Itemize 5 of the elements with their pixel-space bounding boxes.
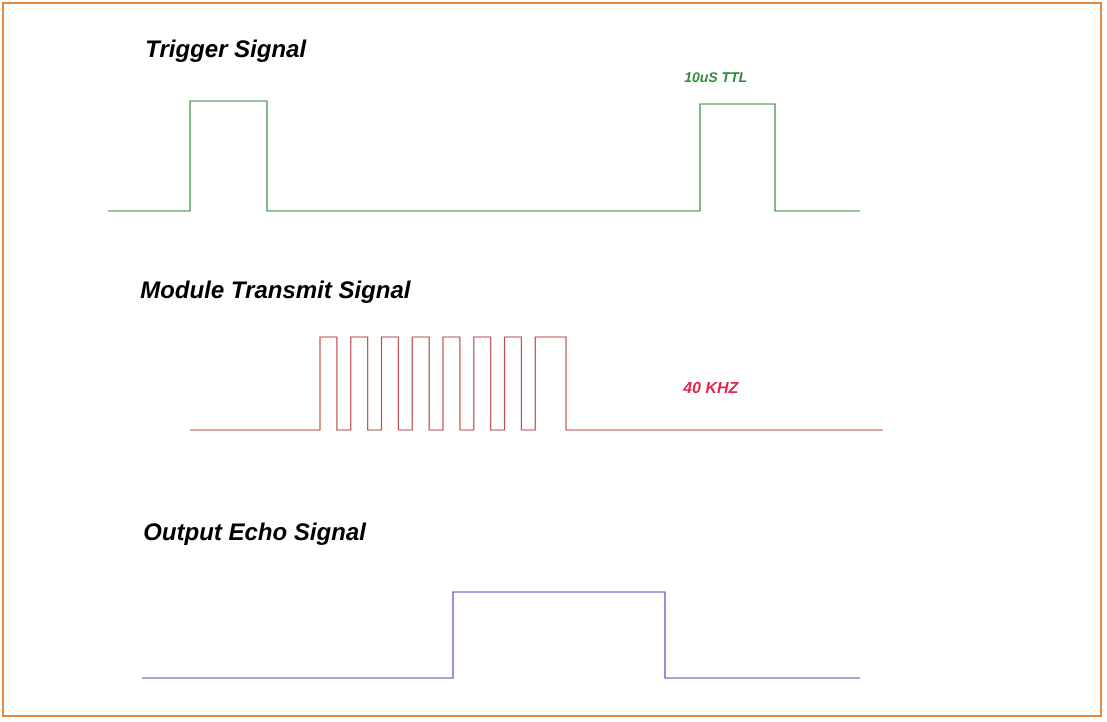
frequency-label: 40 KHZ (682, 381, 739, 394)
signal-title: Output Echo Signal (144, 522, 367, 545)
pulse-width-label: 10uS TTL (684, 72, 747, 83)
signal-title: Trigger Signal (146, 39, 307, 62)
signal-title: Module Transmit Signal (140, 280, 411, 303)
